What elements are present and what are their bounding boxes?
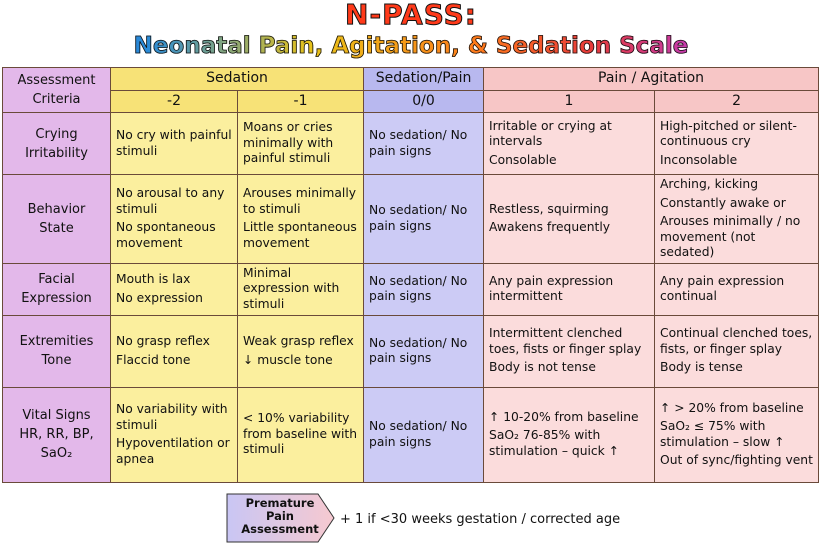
score-cell: Any pain expression continual [654, 262, 820, 316]
table-row: Extremities Tone No grasp reflex Flaccid… [2, 314, 820, 388]
criteria-cell: Facial Expression [2, 262, 111, 316]
tag-line: Premature [245, 496, 315, 510]
pain-agitation-group-header: Pain / Agitation [483, 67, 820, 91]
score-cell: No arousal to any stimuli No spontaneous… [110, 174, 238, 264]
score-cell: No grasp reflex Flaccid tone [110, 314, 238, 388]
score-cell: No variability with stimuli Hypoventilat… [110, 386, 238, 483]
table-row: Crying Irritability No cry with painful … [2, 112, 820, 175]
score-cell: Moans or cries minimally with painful st… [236, 112, 365, 175]
score-cell: No sedation/ No pain signs [363, 262, 485, 316]
tag-arrow-shape [226, 493, 335, 543]
sedation-pain-group-header: Sedation/Pain [363, 67, 485, 91]
score-cell: No sedation/ No pain signs [363, 314, 485, 388]
score-header: 0/0 [363, 90, 485, 113]
score-header: -2 [110, 90, 238, 113]
npass-table: Assessment Criteria Sedation Sedation/Pa… [2, 67, 820, 483]
page-title: N-PASS: [345, 0, 477, 31]
score-cell: Irritable or crying at intervals Consola… [483, 112, 656, 175]
criteria-cell: Crying Irritability [2, 112, 111, 175]
score-cell: Arching, kicking Constantly awake or Aro… [654, 174, 820, 264]
criteria-cell: Behavior State [2, 174, 111, 264]
score-cell: No sedation/ No pain signs [363, 112, 485, 175]
score-cell: No sedation/ No pain signs [363, 386, 485, 483]
score-cell: High-pitched or silent-continuous cry In… [654, 112, 820, 175]
premature-pain-assessment-tag: Premature Pain Assessment [226, 493, 336, 543]
score-header: 1 [483, 90, 656, 113]
score-cell: No sedation/ No pain signs [363, 174, 485, 264]
score-cell: Intermittent clenched toes, fists or fin… [483, 314, 656, 388]
score-cell: Restless, squirming Awakens frequently [483, 174, 656, 264]
page-subtitle: Neonatal Pain, Agitation, & Sedation Sca… [0, 32, 822, 60]
table-row: Facial Expression Mouth is lax No expres… [2, 262, 820, 316]
score-cell: Mouth is lax No expression [110, 262, 238, 316]
score-header: -1 [236, 90, 365, 113]
sedation-group-header: Sedation [109, 67, 365, 91]
assessment-criteria-header: Assessment Criteria [2, 67, 111, 113]
score-cell: Any pain expression intermittent [483, 262, 656, 316]
tag-line: Pain [265, 509, 294, 523]
score-cell: Continual clenched toes, fists, or finge… [654, 314, 820, 388]
score-cell: Arouses minimally to stimuli Little spon… [236, 174, 365, 264]
score-cell: < 10% variability from baseline with sti… [236, 386, 365, 483]
score-cell: No cry with painful stimuli [110, 112, 238, 175]
table-row: Vital Signs HR, RR, BP, SaO₂ No variabil… [2, 386, 820, 483]
score-cell: Weak grasp reflex ↓ muscle tone [236, 314, 365, 388]
score-cell: ↑ > 20% from baseline SaO₂ ≤ 75% with st… [654, 386, 820, 483]
score-cell: Minimal expression with stimuli [236, 262, 365, 316]
tag-line: Assessment [241, 522, 319, 536]
score-cell: ↑ 10-20% from baseline SaO₂ 76-85% with … [483, 386, 656, 483]
table-row: Behavior State No arousal to any stimuli… [2, 174, 820, 264]
score-header: 2 [654, 90, 820, 113]
criteria-cell: Vital Signs HR, RR, BP, SaO₂ [2, 386, 111, 483]
criteria-cell: Extremities Tone [2, 314, 111, 388]
gestation-note: + 1 if <30 weeks gestation / corrected a… [340, 512, 621, 527]
